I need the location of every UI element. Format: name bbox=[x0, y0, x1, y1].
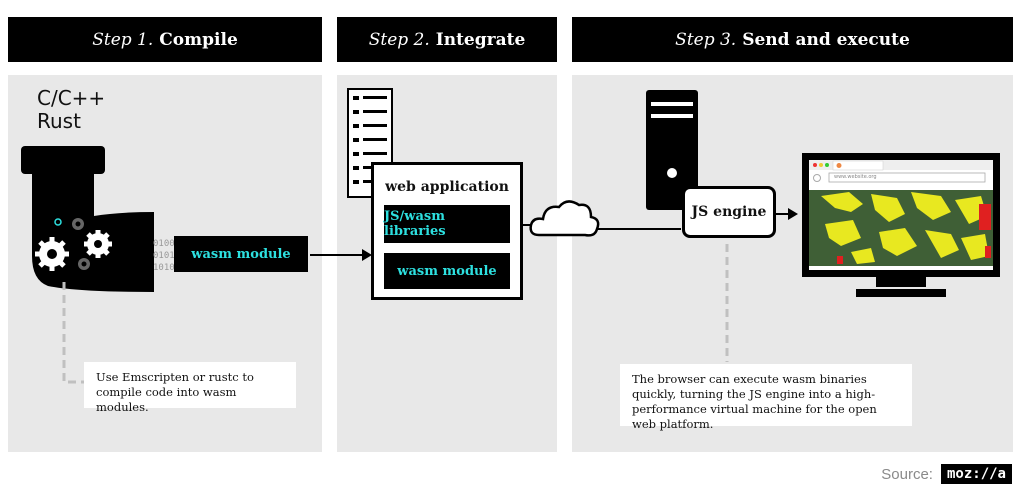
step-1-header: Step 1. Compile bbox=[8, 17, 322, 62]
source-credit: Source: moz://a bbox=[881, 464, 1012, 484]
monitor-frame bbox=[802, 153, 1000, 297]
wasm-module-output: wasm module bbox=[174, 236, 308, 272]
step-1-label: Step 1. bbox=[92, 29, 154, 50]
binary-line: 1010 bbox=[153, 263, 175, 273]
monitor-icon: www.website.org bbox=[801, 152, 1001, 302]
step-3-header: Step 3. Send and execute bbox=[572, 17, 1013, 62]
language-list: C/C++ Rust bbox=[37, 87, 105, 133]
arrow-to-integrate bbox=[310, 249, 372, 261]
compiler-icon bbox=[21, 146, 154, 292]
web-application-box: web application JS/wasm libraries wasm m… bbox=[371, 162, 523, 300]
binary-line: 0100 bbox=[153, 239, 175, 249]
binary-text: 0100 0101 1010 bbox=[153, 238, 175, 274]
js-wasm-libraries: JS/wasm libraries bbox=[384, 205, 510, 243]
compile-note: Use Emscripten or rustc to compile code … bbox=[84, 362, 296, 414]
source-label: Source: bbox=[881, 465, 933, 483]
step-2-label: Step 2. bbox=[368, 29, 430, 50]
server-icon bbox=[646, 90, 698, 210]
compile-note-connector bbox=[62, 282, 84, 384]
web-application-title: web application bbox=[385, 179, 509, 195]
language-c-cpp: C/C++ bbox=[37, 86, 106, 110]
network-cloud-icon bbox=[523, 200, 681, 237]
language-rust: Rust bbox=[37, 109, 81, 133]
step-1-name: Compile bbox=[159, 29, 238, 50]
arrow-to-browser bbox=[776, 208, 798, 220]
step-3-name: Send and execute bbox=[742, 29, 910, 50]
wasm-module-app: wasm module bbox=[384, 253, 510, 289]
step-3-label: Step 3. bbox=[675, 29, 737, 50]
step-2-header: Step 2. Integrate bbox=[337, 17, 557, 62]
step-2-name: Integrate bbox=[435, 29, 526, 50]
js-engine-box: JS engine bbox=[682, 186, 776, 238]
execute-note-connector bbox=[725, 244, 729, 362]
browser-url: www.website.org bbox=[834, 174, 877, 180]
mozilla-logo: moz://a bbox=[940, 464, 1012, 484]
execute-note: The browser can execute wasm binaries qu… bbox=[620, 364, 912, 431]
binary-line: 0101 bbox=[153, 251, 175, 261]
